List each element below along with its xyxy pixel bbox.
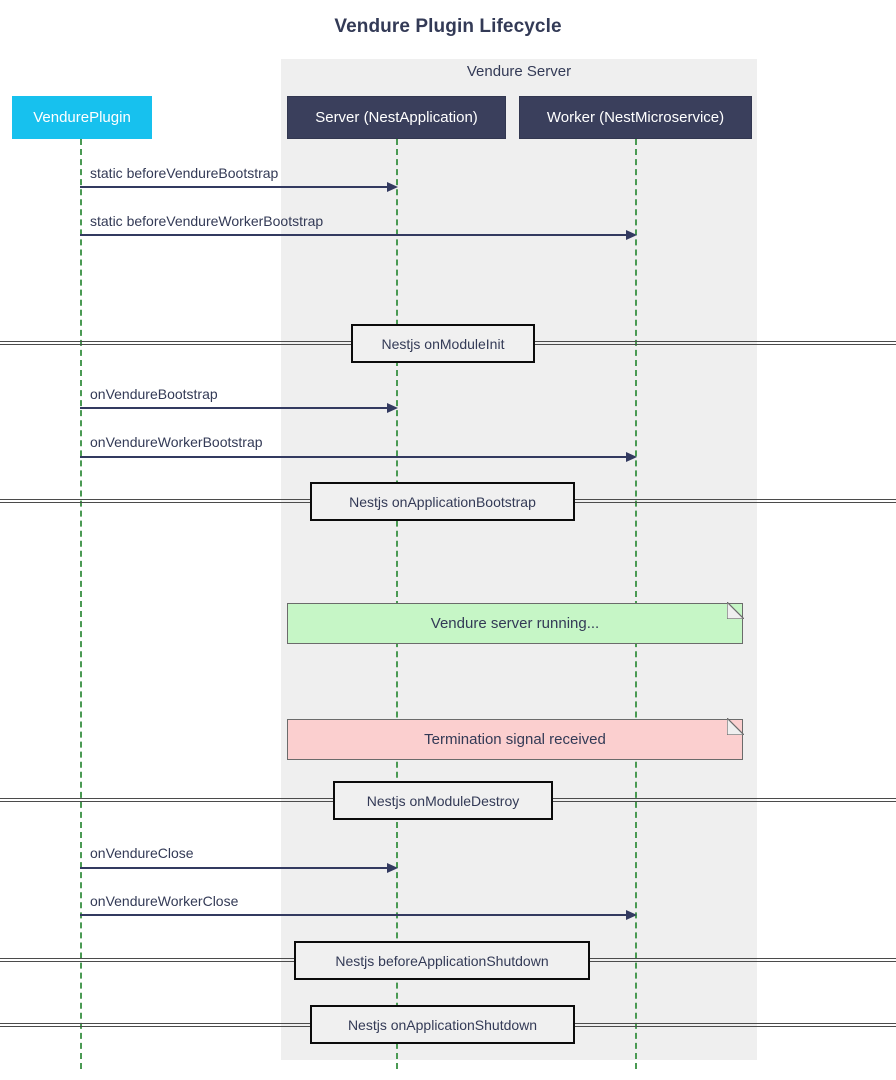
note-termination-signal-received: Termination signal received [287,718,744,760]
lifeline-vendureplugin [80,139,82,1069]
message-line-onvendureworkerclose [80,914,627,916]
message-line-static-beforevendurebootstrap [80,186,388,188]
note-label: Termination signal received [424,731,606,748]
participant-vendureplugin[interactable]: VendurePlugin [12,96,152,139]
participant-worker[interactable]: Worker (NestMicroservice) [519,96,752,139]
message-label-onvendureworkerbootstrap: onVendureWorkerBootstrap [90,434,263,450]
note-fold-corner-icon [727,602,744,619]
divider-nestjs-onapplicationbootstrap: Nestjs onApplicationBootstrap [310,482,575,521]
arrowhead-icon [626,452,637,462]
message-label-static-beforevendureworkerbootstrap: static beforeVendureWorkerBootstrap [90,213,324,229]
page-title: Vendure Plugin Lifecycle [334,16,562,37]
note-label: Vendure server running... [430,615,600,632]
message-line-onvendureworkerbootstrap [80,456,627,458]
arrowhead-icon [387,182,398,192]
divider-nestjs-onmoduleinit: Nestjs onModuleInit [351,324,535,363]
divider-nestjs-onapplicationshutdown: Nestjs onApplicationShutdown [310,1005,575,1044]
group-box-vendure-server [281,59,757,1060]
group-label: Vendure Server [466,63,572,80]
message-label-onvendureclose: onVendureClose [90,845,194,861]
message-line-onvendurebootstrap [80,407,388,409]
arrowhead-icon [387,863,398,873]
participant-server[interactable]: Server (NestApplication) [287,96,506,139]
message-line-onvendureclose [80,867,388,869]
note-fold-corner-icon [727,718,744,735]
divider-nestjs-onmoduledestroy: Nestjs onModuleDestroy [333,781,553,820]
arrowhead-icon [626,230,637,240]
note-vendure-server-running: Vendure server running... [287,602,744,644]
message-line-static-beforevendureworkerbootstrap [80,234,627,236]
divider-nestjs-beforeapplicationshutdown: Nestjs beforeApplicationShutdown [294,941,590,980]
message-label-onvendurebootstrap: onVendureBootstrap [90,386,218,402]
arrowhead-icon [626,910,637,920]
message-label-static-beforevendurebootstrap: static beforeVendureBootstrap [90,165,279,181]
message-label-onvendureworkerclose: onVendureWorkerClose [90,893,239,909]
arrowhead-icon [387,403,398,413]
